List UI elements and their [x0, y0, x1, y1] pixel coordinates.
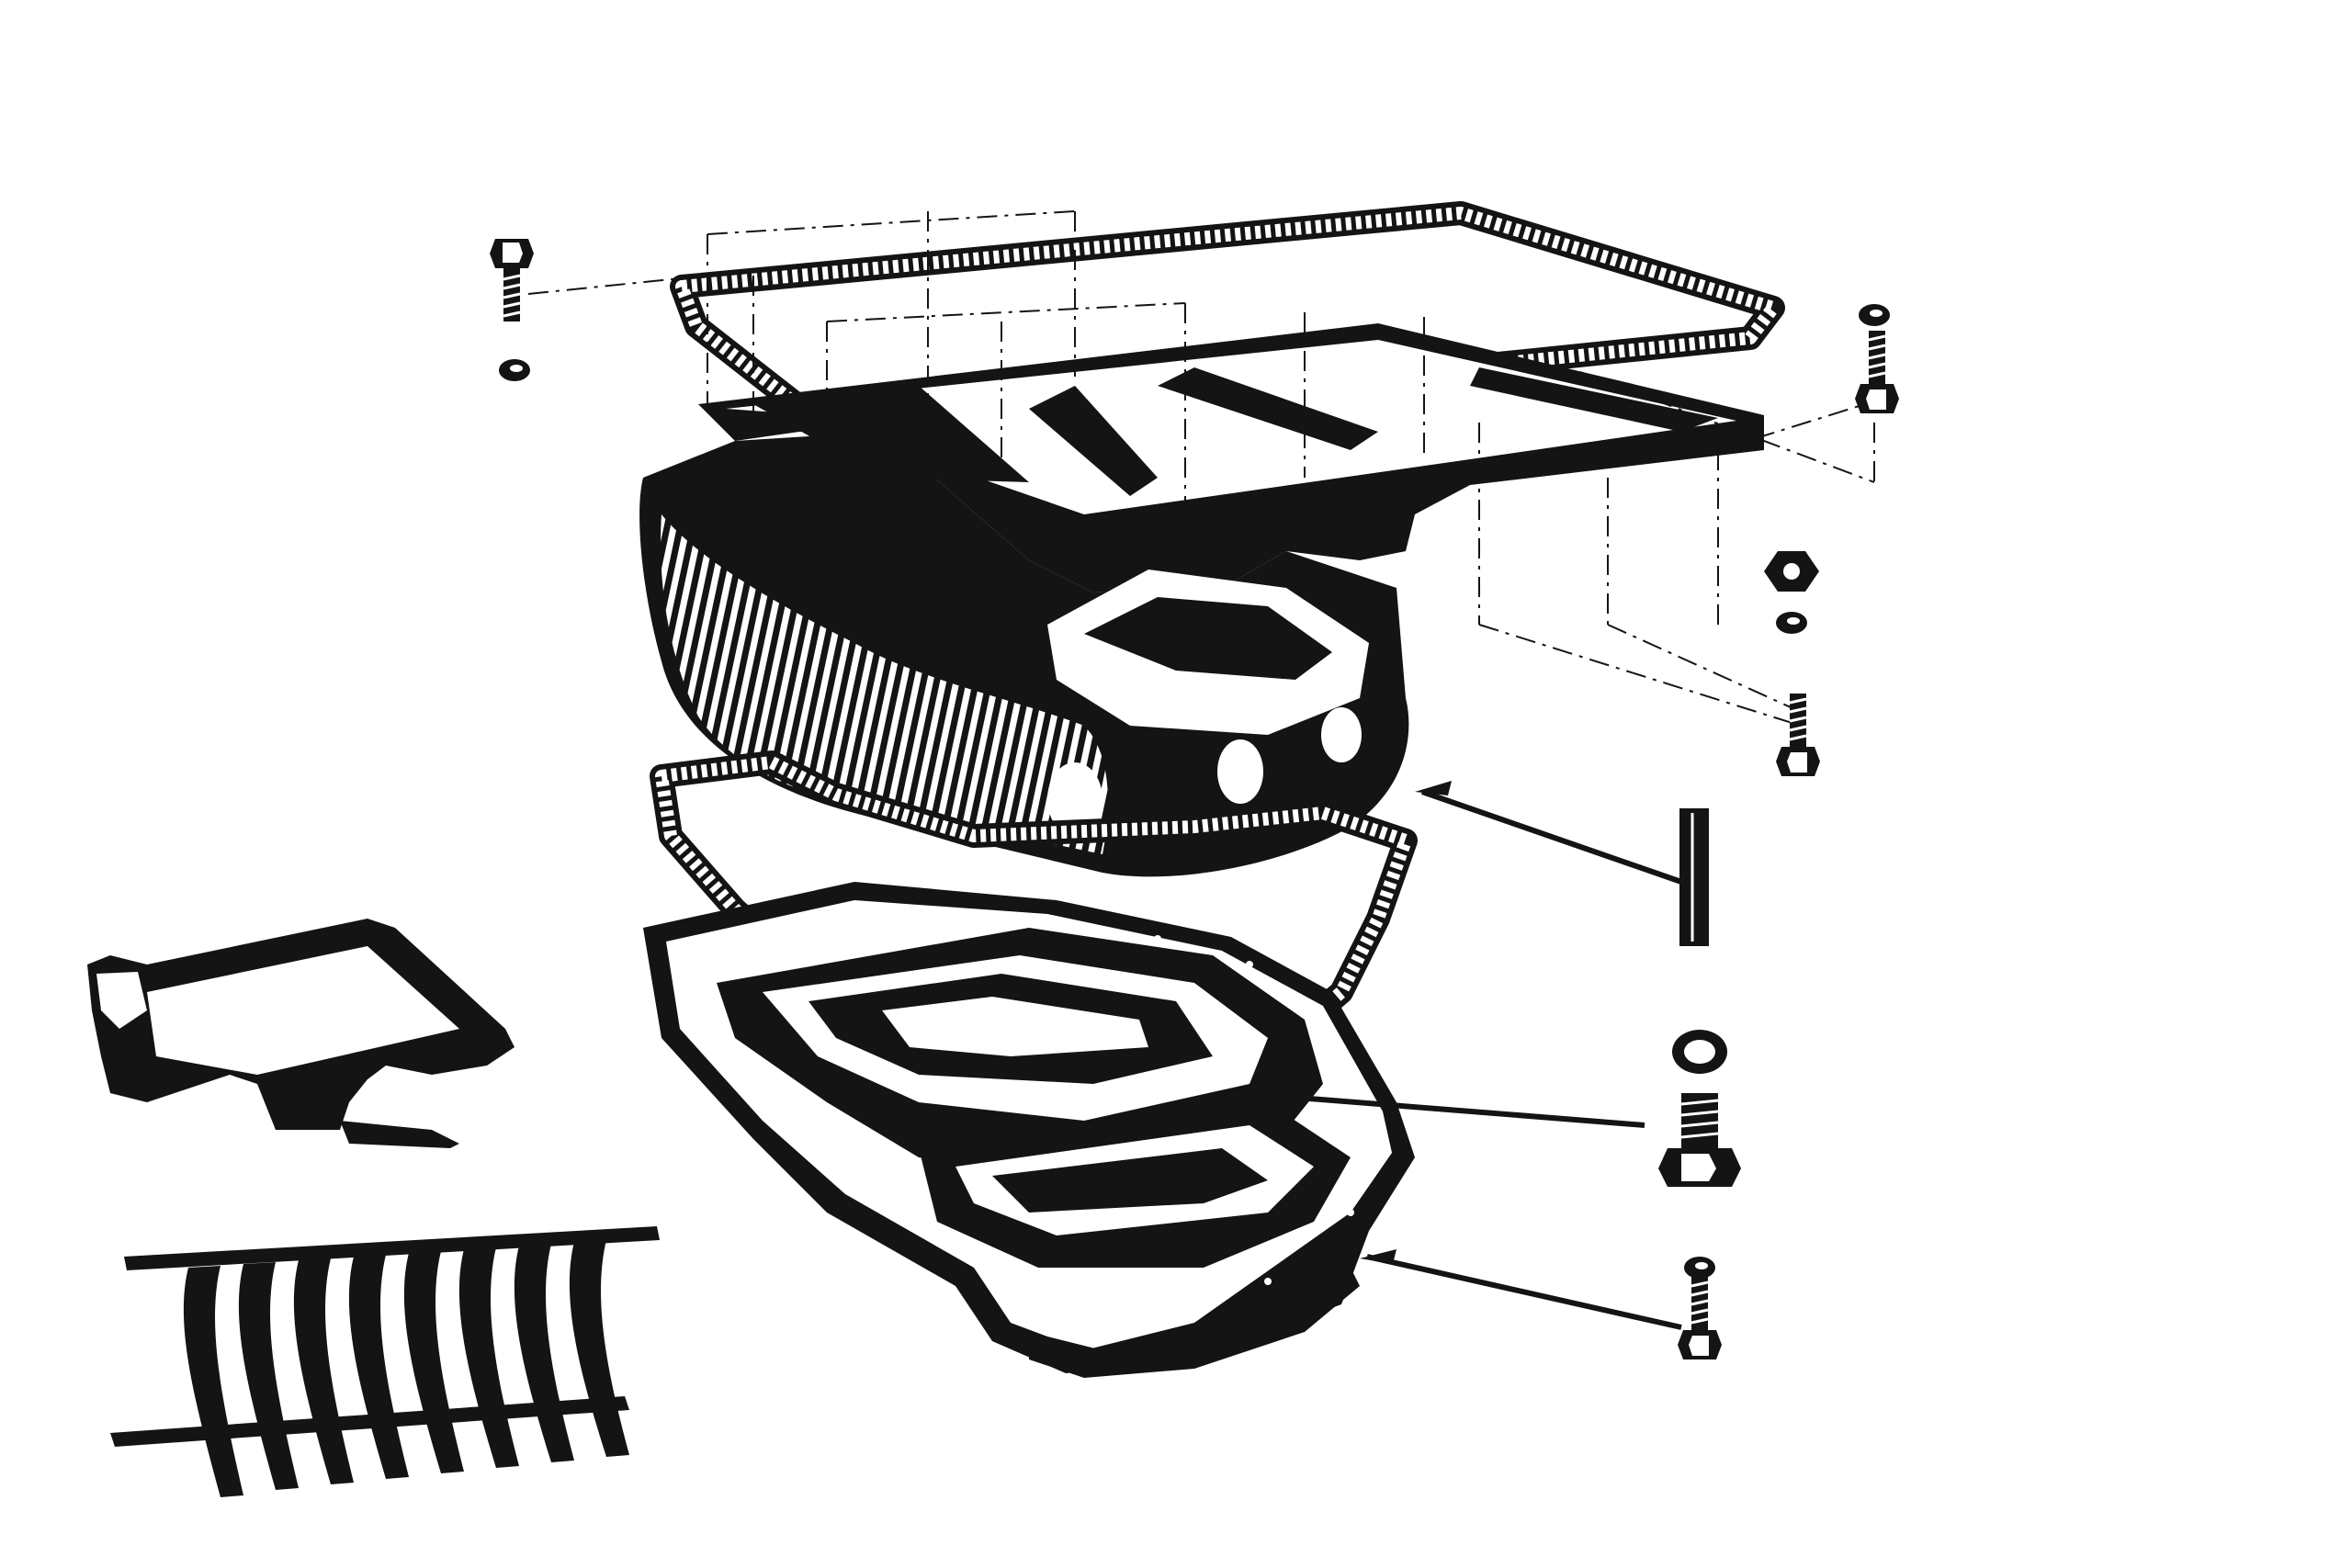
spacer-sleeve: [1679, 808, 1709, 946]
hex-bolt-lower-right: [1676, 1275, 1724, 1361]
hex-bolt-upper-right: [1853, 329, 1901, 415]
spring-washer-middle-right: [1776, 612, 1807, 634]
sealing-ring: [1672, 1030, 1727, 1074]
alignment-lines: [527, 210, 1875, 727]
upper-pan-gasket: [670, 201, 1785, 444]
spring-washer-lower-right: [1684, 1257, 1715, 1279]
sump-guard-plate: [110, 1226, 660, 1497]
lower-oil-pan: [643, 882, 1415, 1378]
drain-plug: [1658, 1093, 1741, 1187]
hex-bolt-upper-left: [488, 237, 536, 323]
spring-washer-upper-left: [499, 359, 530, 381]
leader-arrows: [1268, 781, 1682, 1330]
hex-nut: [1764, 551, 1819, 592]
spring-washer-upper-right: [1859, 304, 1890, 326]
hex-bolt-middle-right: [1774, 692, 1822, 778]
oil-strainer-housing: [87, 919, 514, 1148]
